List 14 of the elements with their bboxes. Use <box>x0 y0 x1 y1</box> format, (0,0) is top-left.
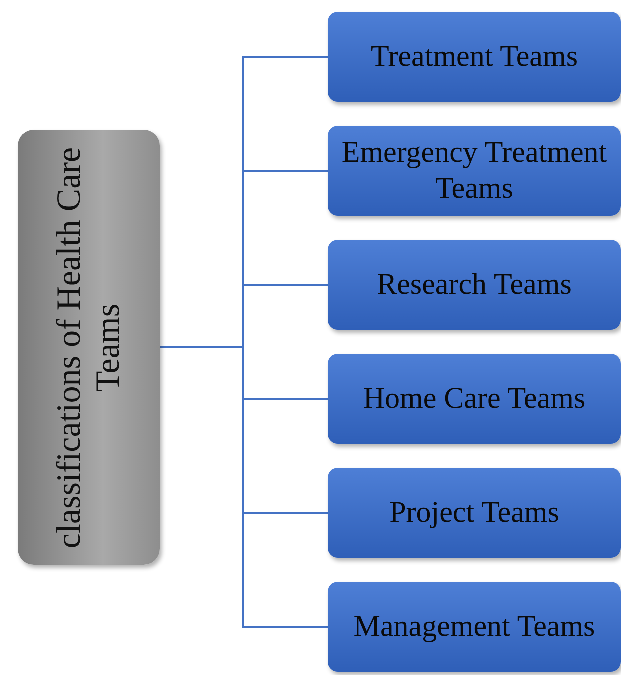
team-label: Treatment Teams <box>370 39 578 75</box>
team-box <box>328 126 621 216</box>
team-label: Management Teams <box>354 609 596 645</box>
team-box <box>328 468 621 558</box>
team-label: Research Teams <box>377 267 572 303</box>
category-title: classifications of Health Care Teams <box>50 146 128 550</box>
team-box <box>328 354 621 444</box>
category-box <box>18 130 160 565</box>
team-box <box>328 12 621 102</box>
team-label: Project Teams <box>390 495 560 531</box>
team-label: Emergency Treatment Teams <box>340 135 608 207</box>
team-label: Home Care Teams <box>363 381 586 417</box>
team-box <box>328 582 621 672</box>
team-box <box>328 240 621 330</box>
